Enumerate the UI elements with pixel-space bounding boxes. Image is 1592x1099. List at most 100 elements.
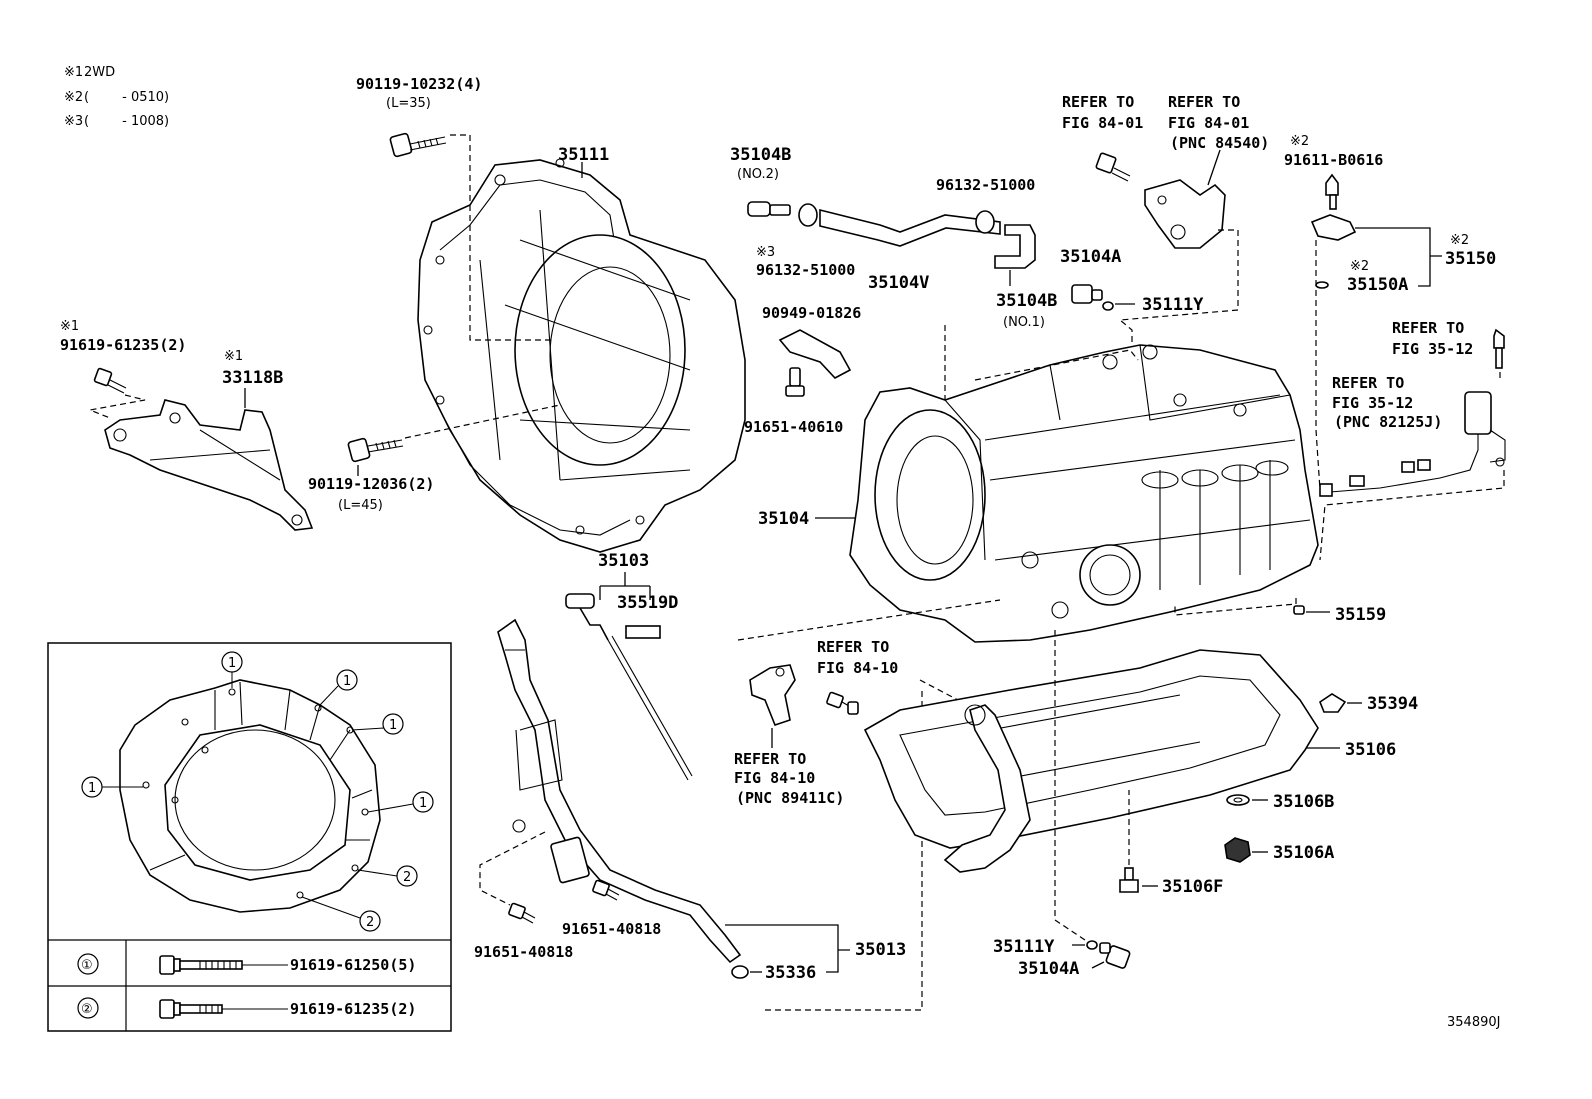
- gasket-35394[interactable]: [1319, 693, 1347, 713]
- breather-plug-35104b-no1[interactable]: [994, 224, 1036, 269]
- filler-tube-35013[interactable]: [497, 618, 742, 964]
- harness-bolt[interactable]: [1493, 328, 1505, 369]
- legend-row-1: ① 91619-61250(5): [77, 953, 416, 975]
- label-35111y-top: 35111Y: [1142, 295, 1204, 315]
- legend-row-1-part: 91619-61250(5): [290, 956, 416, 974]
- note-1-text: 2WD: [84, 65, 115, 80]
- label-91651-40818-a: 91651-40818: [474, 943, 573, 961]
- dash-90119-10232: [450, 134, 555, 341]
- svg-text:1: 1: [389, 718, 397, 733]
- legend-row-2-index: ②: [81, 1002, 93, 1017]
- callout-2-bottom: 2: [301, 896, 381, 932]
- legend-row-1-index: ①: [81, 958, 93, 973]
- plug-35104a-top[interactable]: [1071, 284, 1103, 304]
- label-91651-40610: 91651-40610: [744, 418, 843, 436]
- label-refer-35-12-b-1: REFER TO: [1332, 374, 1404, 392]
- oring-35150a[interactable]: [1315, 281, 1329, 289]
- label-90119-10232: 90119-10232(4): [356, 75, 482, 93]
- label-35111y-bottom: 35111Y: [993, 937, 1055, 957]
- svg-text:1: 1: [419, 796, 427, 811]
- bolt-35106f[interactable]: [1119, 867, 1139, 893]
- sensor-bolt-84-10[interactable]: [826, 691, 859, 715]
- label-35013: 35013: [855, 940, 906, 960]
- bolt-91651-40818-b[interactable]: [592, 879, 620, 901]
- bracket-33118b[interactable]: [104, 399, 314, 531]
- label-refer-84-01-b-1: REFER TO: [1168, 93, 1240, 111]
- label-refer-35-12-b-2: FIG 35-12: [1332, 394, 1413, 412]
- oil-pan-35106[interactable]: [863, 649, 1319, 873]
- label-35104b-no1-no: (NO.1): [1003, 315, 1045, 330]
- label-35106b: 35106B: [1273, 792, 1334, 812]
- dash-35159: [1174, 598, 1297, 616]
- label-90949: 90949-01826: [762, 304, 861, 322]
- label-91651-40818-b: 91651-40818: [562, 920, 661, 938]
- label-refer-84-10-b-1: REFER TO: [734, 750, 806, 768]
- dash-84-10: [919, 679, 959, 701]
- callout-1-right-a: 1: [351, 713, 404, 735]
- label-90119-10232-len: (L=35): [386, 96, 431, 111]
- dash-filler: [479, 831, 546, 906]
- label-33118b: 33118B: [222, 368, 283, 388]
- label-35336: 35336: [765, 963, 816, 983]
- bolt-91611-b0616[interactable]: [1325, 173, 1339, 210]
- label-refer-84-10-a-1: REFER TO: [817, 638, 889, 656]
- label-refer-84-10-b-3: (PNC 89411C): [736, 789, 844, 807]
- breather-plug-35104b-no2[interactable]: [747, 201, 791, 217]
- wire-harness-82125j[interactable]: [1319, 391, 1506, 497]
- label-mark-2-35150: ※2: [1450, 233, 1469, 248]
- callout-1-left: 1: [81, 776, 143, 798]
- label-35519d: 35519D: [617, 593, 678, 613]
- clamp-96132-left[interactable]: [798, 203, 818, 227]
- dash-drain: [1054, 630, 1086, 941]
- notes: ※1 2WD ※2 ( - 0510) ※3 ( - 1008): [64, 65, 169, 129]
- label-96132-top: 96132-51000: [936, 176, 1035, 194]
- dipstick-35103[interactable]: [565, 593, 693, 781]
- label-35106: 35106: [1345, 740, 1396, 760]
- legend-row-2: ② 91619-61235(2): [77, 997, 416, 1019]
- plug-35159[interactable]: [1293, 605, 1305, 615]
- label-refer-84-01-b-3: (PNC 84540): [1170, 134, 1269, 152]
- label-35150: 35150: [1445, 249, 1496, 269]
- clip-90949-01826[interactable]: [778, 329, 852, 379]
- oring-35111y-bottom[interactable]: [1086, 940, 1098, 950]
- magnet-35106a[interactable]: [1224, 837, 1251, 863]
- leader-35103: [599, 572, 651, 600]
- washer-35106b[interactable]: [1226, 794, 1250, 806]
- label-91619-61235: 91619-61235(2): [60, 336, 186, 354]
- oring-35111y-top[interactable]: [1102, 301, 1114, 311]
- label-35394: 35394: [1367, 694, 1418, 714]
- svg-text:1: 1: [228, 656, 236, 671]
- sensor-35150[interactable]: [1310, 214, 1357, 241]
- leader-35013: [725, 924, 850, 973]
- label-plate-35519d[interactable]: [625, 625, 661, 639]
- dash-33118b: [87, 394, 146, 419]
- legend-bolt-long-icon: [159, 955, 243, 975]
- svg-text:2: 2: [366, 915, 374, 930]
- label-refer-84-01-a-1: REFER TO: [1062, 93, 1134, 111]
- plug-35104a-bottom[interactable]: [1099, 942, 1131, 969]
- speed-sensor-84540[interactable]: [1144, 179, 1226, 249]
- svg-text:1: 1: [343, 674, 351, 689]
- label-35104: 35104: [758, 509, 809, 529]
- label-mark-2-35150a: ※2: [1350, 259, 1369, 274]
- bolt-91651-40610[interactable]: [785, 367, 805, 397]
- bolt-91651-40818-a[interactable]: [508, 902, 536, 924]
- breather-hose-35104v[interactable]: [819, 208, 1001, 247]
- leader-84540: [1207, 149, 1221, 186]
- clamp-96132-right[interactable]: [975, 210, 995, 234]
- bolt-91619-61235[interactable]: [93, 367, 127, 394]
- inset-bell-housing: [119, 679, 381, 913]
- speed-sensor-bolt[interactable]: [1095, 152, 1131, 182]
- label-35159: 35159: [1335, 605, 1386, 625]
- bolt-90119-10232[interactable]: [389, 132, 447, 158]
- speed-sensor-89411c[interactable]: [749, 664, 796, 726]
- transmission-case-35104[interactable]: [849, 344, 1319, 643]
- label-refer-84-01-b-2: FIG 84-01: [1168, 114, 1249, 132]
- bolt-90119-12036[interactable]: [347, 437, 404, 463]
- bell-housing-35111[interactable]: [417, 158, 746, 553]
- callout-2-right: 2: [357, 865, 418, 887]
- oring-35336[interactable]: [731, 965, 749, 979]
- inset-callouts: 1 1 1 1 1 1 2: [81, 651, 434, 932]
- leader-35150: [1355, 227, 1442, 287]
